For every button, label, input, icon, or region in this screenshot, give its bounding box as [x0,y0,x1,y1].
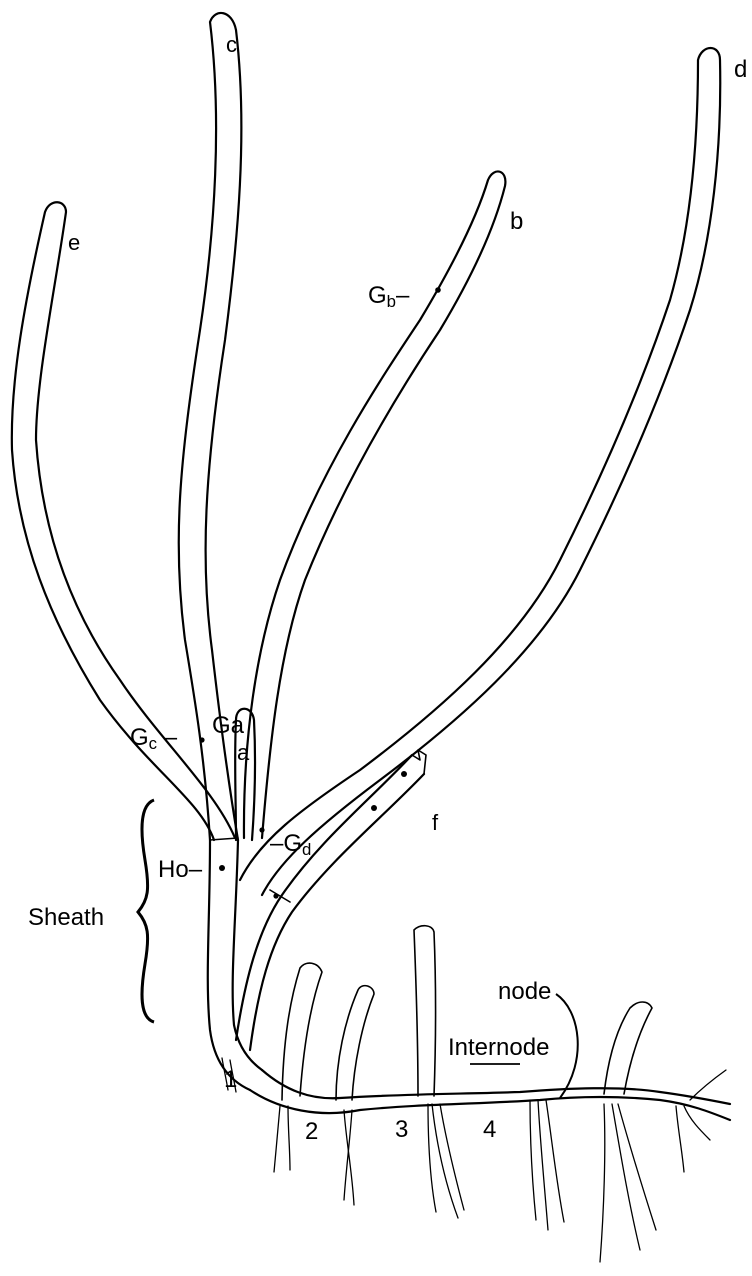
leaf-f-outline-inner [250,774,424,1050]
label-number-2: 2 [305,1120,318,1144]
label-internode: Internode [448,1036,549,1060]
sheath-stem-outline [208,840,250,1090]
dot-f1 [401,771,407,777]
label-leaf-c: c [226,34,237,56]
label-number-4: 4 [483,1118,496,1142]
label-gb: Gb– [368,284,409,311]
label-ga: Ga [212,714,244,738]
label-gd: –Gd [270,832,311,859]
dot-f2 [371,805,377,811]
leaf-f-outline [236,755,412,1040]
label-ho: Ho– [158,858,202,882]
shoot-tall-outline [414,926,436,1096]
label-number-1: 1 [224,1068,237,1092]
sheath-brace [138,800,154,1022]
label-leaf-f: f [432,812,438,834]
label-gc: Gc – [130,726,177,753]
shoot-right-outline [604,1002,652,1094]
label-node: node [498,980,551,1004]
leaf-f-band [270,890,290,902]
label-leaf-d: d [734,58,747,82]
node-bracket [556,994,578,1098]
shoot-2-outline [282,963,322,1100]
dot-f3 [273,893,278,898]
label-leaf-b: b [510,210,523,234]
roots [222,1058,726,1262]
label-number-3: 3 [395,1118,408,1142]
label-leaf-e: e [68,232,80,254]
leaf-d-outline [240,48,720,895]
dot-ho [219,865,225,871]
label-leaf-a: a [237,742,249,764]
dot-gd [259,827,264,832]
shoot-3-outline [336,986,374,1100]
label-sheath: Sheath [28,906,104,930]
dot-gb [435,287,441,293]
leaf-b-outline [244,171,505,838]
dot-ga [199,737,204,742]
